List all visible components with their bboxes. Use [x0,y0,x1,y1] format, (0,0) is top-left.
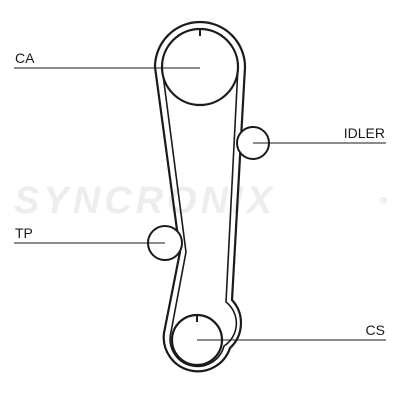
idler-label: IDLER [344,125,385,141]
tp-label: TP [15,225,33,241]
watermark-registered-mark: ® [380,196,388,207]
ca-label: CA [15,50,35,66]
watermark-text: SYNCRONIX [14,180,276,222]
cs-label: CS [366,322,385,338]
belt-outer-edge [153,20,247,373]
camshaft-pulley [160,27,240,107]
watermark: SYNCRONIX ® [14,180,388,222]
